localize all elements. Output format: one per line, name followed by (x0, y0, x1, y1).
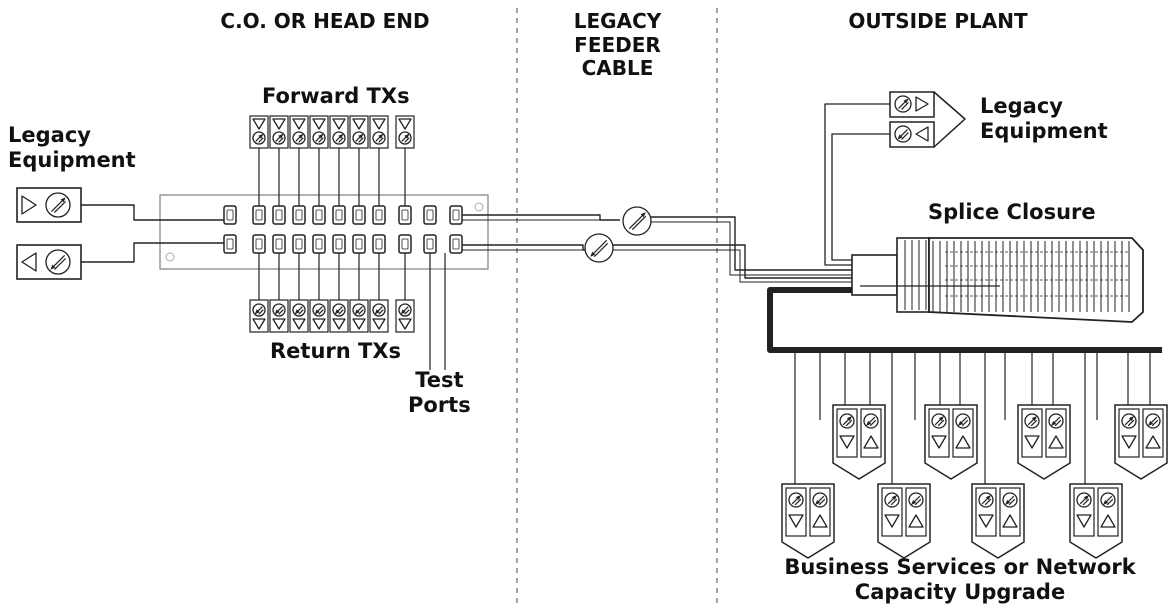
business-services-label: Business Services or Network Capacity Up… (784, 555, 1136, 604)
panel-port (223, 234, 237, 254)
panel-port (423, 234, 437, 254)
legacy-equipment-left-label: Legacy Equipment (8, 123, 136, 172)
legacy-receiver-left (16, 244, 82, 280)
panel-port (372, 205, 386, 225)
feeder-to-closure (651, 216, 852, 271)
legacy-equipment-right (889, 91, 935, 148)
co-head-end-heading: C.O. OR HEAD END (220, 9, 430, 33)
business-service-node (1114, 404, 1168, 480)
legacy-forward-lead (81, 204, 224, 221)
forward-transmitter (349, 115, 369, 149)
splice-closure (851, 237, 1144, 323)
panel-port (252, 205, 266, 225)
panel-port (332, 234, 346, 254)
panel-port (312, 205, 326, 225)
return-transmitter (289, 299, 309, 333)
outside-plant-heading: OUTSIDE PLANT (848, 9, 1028, 33)
forward-transmitter (269, 115, 289, 149)
panel-port (272, 205, 286, 225)
forward-transmitter (289, 115, 309, 149)
business-service-node (1069, 483, 1123, 559)
panel-mount-hole (165, 252, 175, 262)
panel-port (332, 205, 346, 225)
panel-port (398, 205, 412, 225)
panel-port (312, 234, 326, 254)
panel-port (398, 234, 412, 254)
return-transmitter (309, 299, 329, 333)
panel-port (449, 205, 463, 225)
test-ports-label: Test Ports (408, 368, 471, 417)
return-transmitter (395, 299, 415, 333)
business-service-node (832, 404, 886, 480)
legacy-feeder-cable-heading: LEGACY FEEDER CABLE (573, 9, 662, 81)
forward-transmitter (309, 115, 329, 149)
forward-transmitter (249, 115, 269, 149)
panel-port (272, 234, 286, 254)
panel-port (352, 234, 366, 254)
return-txs-label: Return TXs (270, 339, 402, 363)
splice-closure-label: Splice Closure (928, 200, 1096, 224)
legacy-return-lead (81, 242, 224, 263)
return-transmitter (249, 299, 269, 333)
business-service-node (1017, 404, 1071, 480)
return-transmitter (369, 299, 389, 333)
legacy-transmitter-left (16, 187, 82, 223)
panel-port (352, 205, 366, 225)
panel-port (292, 234, 306, 254)
panel-port (449, 234, 463, 254)
return-transmitter (349, 299, 369, 333)
panel-port (223, 205, 237, 225)
feeder-connector (584, 233, 614, 263)
forward-transmitter (329, 115, 349, 149)
return-transmitter (329, 299, 349, 333)
forward-transmitter (369, 115, 389, 149)
feeder-connector (622, 206, 652, 236)
business-service-node (877, 483, 931, 559)
feeder-forward-fiber (462, 214, 620, 221)
legacy-equipment-lead (824, 103, 890, 266)
panel-port (423, 205, 437, 225)
business-service-node (781, 483, 835, 559)
business-service-node (924, 404, 978, 480)
legacy-equipment-right-label: Legacy Equipment (980, 94, 1108, 143)
panel-port (372, 234, 386, 254)
forward-txs-label: Forward TXs (262, 84, 410, 108)
panel-port (292, 205, 306, 225)
panel-port (252, 234, 266, 254)
business-service-node (971, 483, 1025, 559)
panel-mount-hole (474, 202, 484, 212)
forward-transmitter (395, 115, 415, 149)
return-transmitter (269, 299, 289, 333)
